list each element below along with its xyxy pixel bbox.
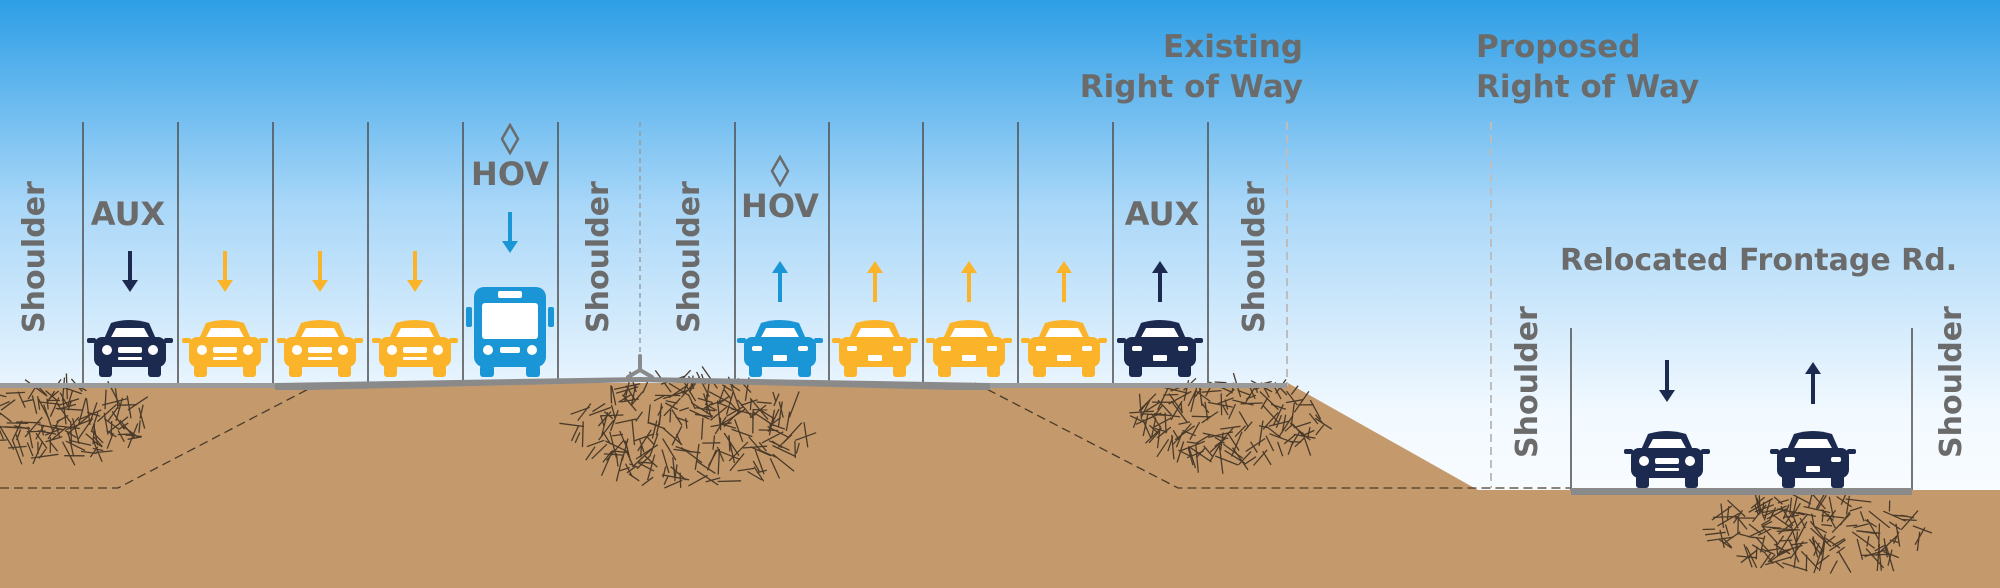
northbound-roadway (640, 377, 990, 390)
direction-arrow-down-icon (217, 251, 233, 292)
direction-arrow-down-icon (1659, 360, 1675, 402)
aux-label-left: AUX (90, 195, 166, 233)
guide-lines (82, 122, 1913, 490)
shoulder-label-left: Shoulder (17, 181, 52, 333)
ground-earth (0, 383, 2000, 588)
shoulder-label-right: Shoulder (1237, 181, 1272, 333)
car-icon (926, 320, 1012, 377)
hov-label-right: HOV (741, 187, 819, 225)
direction-arrow-down-icon (122, 251, 138, 292)
southbound-roadway (275, 377, 640, 390)
direction-arrow-up-icon (1152, 261, 1168, 302)
car-icon (737, 320, 823, 377)
direction-arrow-up-icon (867, 261, 883, 302)
aux-label-right: AUX (1124, 195, 1200, 233)
frontage-road-label: Relocated Frontage Rd. (1560, 243, 1958, 278)
median-drain (626, 354, 654, 379)
direction-arrow-up-icon (772, 261, 788, 302)
direction-arrow-down-icon (502, 212, 518, 253)
proposed-right-of-way-label: Proposed Right of Way (1476, 27, 1699, 107)
existing-right-of-way-label: Existing Right of Way (1080, 27, 1303, 107)
direction-arrow-up-icon (961, 261, 977, 302)
existing-row-line1: Existing (1163, 29, 1303, 65)
existing-row-line2: Right of Way (1079, 69, 1303, 105)
car-icon (372, 320, 458, 377)
car-icon (277, 320, 363, 377)
direction-arrow-up-icon (1056, 261, 1072, 302)
shoulder-surface-left (0, 383, 275, 388)
earth-details (0, 366, 1933, 574)
hov-diamond-icon-right (770, 155, 790, 187)
proposed-row-line1: Proposed (1476, 29, 1641, 65)
direction-arrow-down-icon (407, 251, 423, 292)
direction-arrows (122, 212, 1821, 404)
car-icon (87, 320, 173, 377)
shoulder-label-frontage-right: Shoulder (1934, 306, 1969, 458)
hov-label-left: HOV (471, 155, 549, 193)
subgrade-line-left (0, 382, 321, 489)
bus-icon (466, 287, 554, 377)
direction-arrow-up-icon (1805, 362, 1821, 404)
earth-hatch-left (0, 373, 149, 466)
shoulder-label-frontage-left: Shoulder (1510, 306, 1545, 458)
vehicles (87, 287, 1856, 488)
earth-hatch-frontage (1702, 488, 1933, 574)
subgrade-line-right (974, 382, 1570, 489)
earth-hatch-right (1129, 372, 1333, 474)
car-icon (1117, 320, 1203, 377)
car-icon (182, 320, 268, 377)
shoulder-label-median-right: Shoulder (672, 181, 707, 333)
proposed-row-line2: Right of Way (1476, 69, 1700, 105)
frontage-car-icon (1624, 431, 1710, 488)
earth-hatch-median (559, 366, 817, 489)
frontage-road-surface (1571, 488, 1912, 495)
frontage-car-icon (1770, 431, 1856, 488)
road-surfaces (0, 354, 1912, 495)
shoulder-surface-right (990, 383, 1287, 388)
car-icon (1021, 320, 1107, 377)
hov-diamond-icon-left (500, 123, 520, 155)
shoulder-label-median-left: Shoulder (581, 181, 616, 333)
direction-arrow-down-icon (312, 251, 328, 292)
car-icon (832, 320, 918, 377)
